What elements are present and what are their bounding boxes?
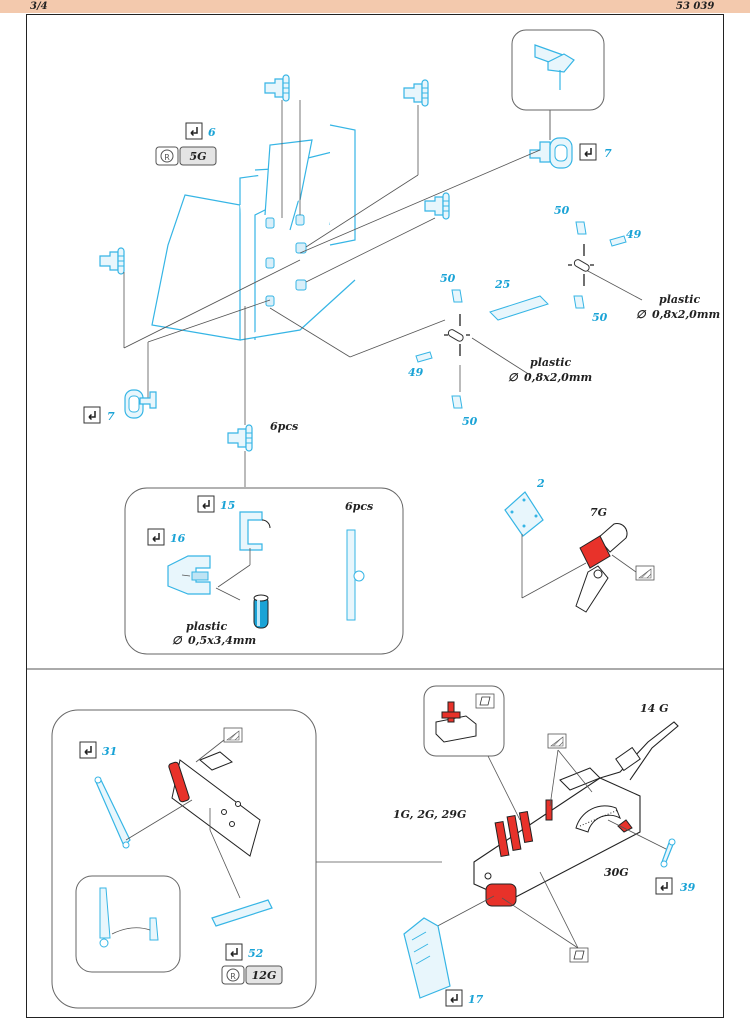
label-dim-a: 0,8x2,0mm (652, 308, 720, 321)
label-plastic-a: plastic (659, 293, 700, 306)
receiver-detail (168, 751, 261, 857)
part-2-plate (504, 491, 544, 537)
gun-shield-body (151, 124, 356, 341)
part-52-lever (211, 899, 273, 927)
label-6pcs-b: 6pcs (345, 500, 373, 513)
leader-lines-lower-left (125, 739, 442, 899)
label-part-50-c: 50 (592, 311, 608, 324)
label-6pcs-a: 6pcs (270, 420, 298, 433)
pin-group-left (415, 289, 470, 409)
label-part-30g: 30G (604, 866, 629, 879)
leader-lines-upper (123, 100, 643, 487)
resin-mark-letter-lower: R (230, 972, 236, 981)
label-part-52: 52 (248, 947, 264, 960)
step-icon-16 (147, 528, 165, 546)
label-part-16: 16 (170, 532, 186, 545)
flat-icon-gun (569, 947, 589, 963)
step-icon-7-left (83, 406, 101, 424)
step-icon-15 (197, 495, 215, 513)
hinge-part-bottom (227, 424, 253, 452)
label-part-50-b: 50 (440, 272, 456, 285)
leader-lines-7g (521, 534, 637, 599)
step-icon-17 (445, 989, 463, 1007)
label-part-31: 31 (102, 745, 117, 758)
label-part-50-d: 50 (462, 415, 478, 428)
step-icon-31 (79, 741, 97, 759)
hatch-icon-gun (547, 733, 567, 749)
label-part-17: 17 (468, 993, 484, 1006)
label-part-50-a: 50 (554, 204, 570, 217)
label-resin-7g: 7G (590, 506, 607, 519)
resin-mark-letter: R (164, 153, 170, 162)
label-resin-5g: 5G (189, 150, 206, 163)
label-plastic-b: plastic (530, 356, 571, 369)
label-dim-b: 0,8x2,0mm (524, 371, 592, 384)
label-part-39: 39 (680, 881, 696, 894)
header-band (0, 0, 750, 13)
latch-detail (534, 44, 575, 90)
hinge-slots (265, 214, 307, 307)
hinge-part-left (99, 247, 125, 275)
part-17-plate (403, 917, 451, 999)
part-31-lever (94, 776, 131, 849)
page-index: 3/4 (30, 1, 48, 12)
label-plastic-c: plastic (186, 620, 227, 633)
diameter-a: ∅ (636, 308, 647, 321)
label-part-6: 6 (208, 126, 216, 139)
sub-detail-parts (99, 887, 159, 948)
pin-group-right (489, 221, 627, 321)
diameter-c: ∅ (172, 634, 183, 647)
label-dim-c: 0,5x3,4mm (188, 634, 256, 647)
hinge-part-mid-right (424, 192, 450, 220)
label-part-14g: 14 G (640, 702, 669, 715)
hatch-icon-7g (635, 565, 655, 581)
leader-lines-gun (429, 749, 669, 949)
hatch-icon-31 (223, 727, 243, 743)
label-part-49-b: 49 (408, 366, 424, 379)
step-icon-52 (225, 943, 243, 961)
strip-part (346, 529, 365, 621)
part-39-lever (660, 838, 676, 868)
label-part-7-top: 7 (604, 147, 612, 160)
machine-gun-assembly (473, 721, 679, 907)
label-resin-12g: 12G (252, 969, 277, 982)
label-part-49-a: 49 (626, 228, 642, 241)
part-7-top (529, 137, 573, 169)
hinge-part-top-left (264, 74, 290, 102)
step-icon-7-top (579, 143, 597, 161)
label-part-2: 2 (536, 477, 545, 490)
label-part-25: 25 (494, 278, 510, 291)
label-parts-1g-2g-29g: 1G, 2G, 29G (393, 808, 466, 821)
label-part-7-left: 7 (107, 410, 115, 423)
plastic-rod-c (253, 594, 269, 629)
part-15 (239, 511, 271, 551)
detail-inset-sub (75, 875, 181, 973)
resin-box-5g (179, 146, 217, 166)
diameter-b: ∅ (508, 371, 519, 384)
product-code: 53 039 (676, 1, 715, 12)
diagram-frame (26, 14, 724, 1018)
hinge-part-top-right (403, 79, 429, 107)
gun-grip-7g (575, 523, 628, 613)
detail-inset-15-16 (124, 487, 404, 655)
step-icon-6 (185, 122, 203, 140)
step-icon-39 (655, 877, 673, 895)
flat-icon-rear-sight (475, 693, 495, 709)
part-7-left (124, 389, 157, 419)
rear-sight-detail (435, 701, 477, 743)
resin-box-12g (245, 965, 283, 985)
leader-lines-inset (181, 548, 251, 601)
part-16 (167, 555, 211, 595)
label-part-15: 15 (220, 499, 235, 512)
